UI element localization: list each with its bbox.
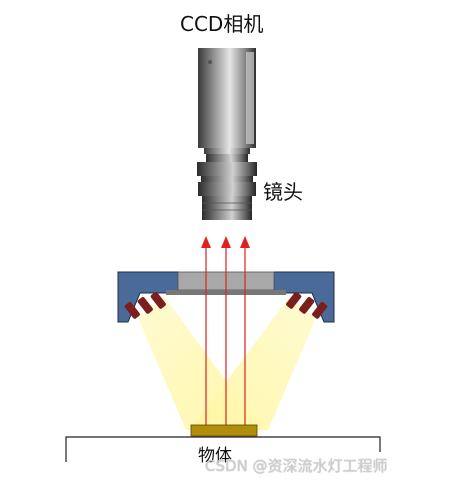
- led-group-right: [286, 292, 328, 319]
- led-icon: [150, 292, 166, 309]
- stage-platform: [65, 436, 381, 462]
- lens: [197, 154, 257, 220]
- right-light-cone: [190, 296, 316, 430]
- led-icon: [137, 297, 153, 314]
- lens-label: 镜头: [263, 180, 303, 204]
- led-icon: [124, 302, 140, 319]
- camera-label: CCD相机: [180, 12, 264, 36]
- reflected-rays: [201, 236, 250, 428]
- led-icon: [299, 297, 315, 314]
- object-block: [190, 424, 258, 437]
- watermark: CSDN @资深流水灯工程师: [205, 457, 388, 475]
- camera-mount: [204, 148, 250, 154]
- ray-arrow-icon: [221, 236, 231, 248]
- ray-arrow-icon: [240, 236, 250, 248]
- led-group-left: [124, 292, 166, 319]
- led-icon: [286, 292, 302, 309]
- camera-side-panel: [246, 52, 254, 144]
- ray-arrow-icon: [201, 236, 211, 248]
- ccd-camera: [198, 48, 256, 154]
- led-icon: [312, 302, 328, 319]
- object-label: 物体: [198, 446, 232, 466]
- camera-screw-icon: [208, 60, 212, 64]
